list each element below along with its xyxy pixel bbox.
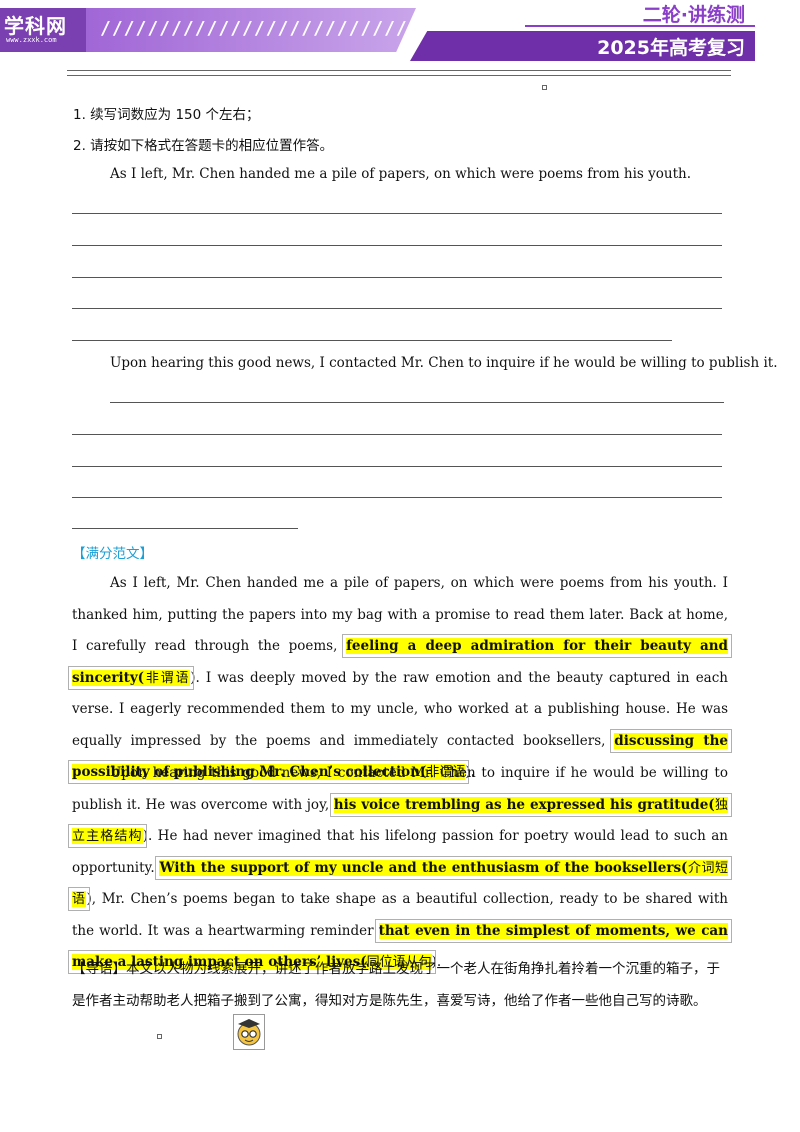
- writing-line[interactable]: [110, 402, 724, 403]
- writing-line[interactable]: [72, 308, 722, 309]
- year-label: 2025年高考复习: [597, 37, 745, 59]
- writing-line[interactable]: [72, 434, 722, 435]
- sample-answer-label: 【满分范文】: [72, 546, 153, 562]
- marker-square: [157, 1034, 162, 1039]
- header-divider: [525, 25, 755, 27]
- prompt-paragraph-2: Upon hearing this good news, I contacted…: [110, 355, 778, 371]
- site-url: www.zxxk.com: [6, 36, 57, 44]
- marker-square: [542, 85, 547, 90]
- writing-line[interactable]: [72, 245, 722, 246]
- header-double-rule: [67, 70, 731, 76]
- instruction-item-2: 2. 请按如下格式在答题卡的相应位置作答。: [73, 138, 334, 154]
- logo-block: [0, 8, 92, 52]
- decorative-stripes: //////////////////////////: [100, 18, 408, 39]
- series-title: 二轮·讲练测: [642, 4, 745, 26]
- sample-paragraph-2: Upon hearing this good news, I contacted…: [68, 765, 732, 974]
- writing-line[interactable]: [72, 528, 298, 529]
- year-band: [410, 31, 755, 61]
- writing-line[interactable]: [72, 497, 722, 498]
- writing-line[interactable]: [72, 213, 722, 214]
- header-banner: 学科网 www.zxxk.com ///////////////////////…: [0, 0, 800, 64]
- instruction-item-1: 1. 续写词数应为 150 个左右；: [73, 107, 260, 123]
- site-logo: 学科网: [4, 14, 67, 38]
- sample-paragraph-1: As I left, Mr. Chen handed me a pile of …: [67, 575, 733, 784]
- mascot-icon: [233, 1014, 265, 1050]
- prompt-paragraph-1: As I left, Mr. Chen handed me a pile of …: [110, 166, 692, 182]
- stripe-band: [86, 8, 416, 52]
- writing-line[interactable]: [72, 277, 722, 278]
- guide-paragraph: 【导语】本文以人物为线索展开，讲述了作者放学路上发现了一个老人在街角挣扎着拎着一…: [72, 961, 720, 1009]
- writing-line[interactable]: [72, 340, 672, 341]
- writing-line[interactable]: [72, 466, 722, 467]
